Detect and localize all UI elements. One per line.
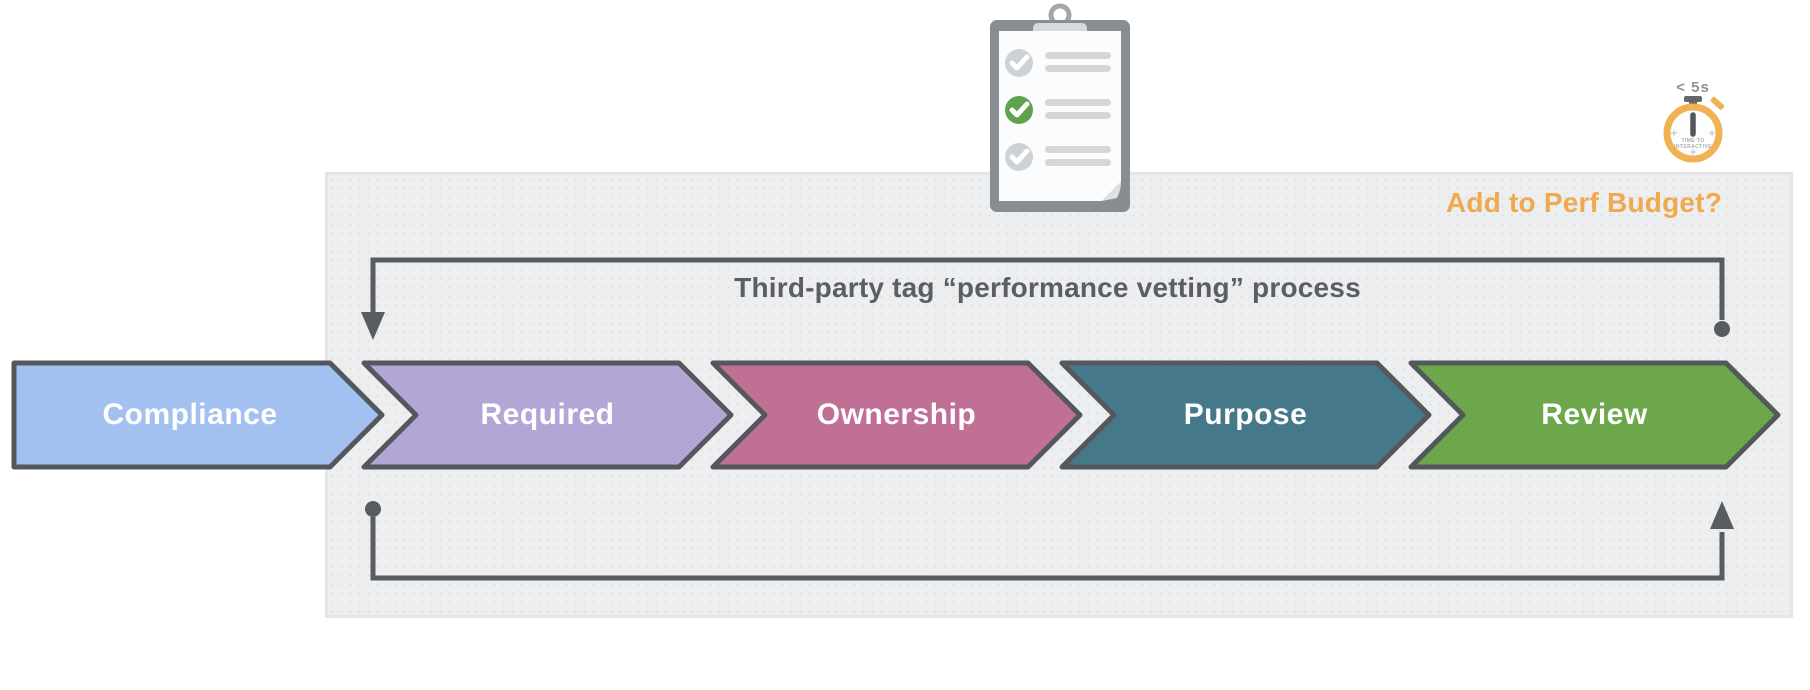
step-chevron-compliance [11,360,385,470]
down-arrowhead-icon [361,312,385,340]
checklist-row [1005,143,1111,171]
stopwatch-face-text: INTERACTIVE [1674,144,1712,150]
check-icon [1009,54,1030,71]
step-chevron-required [361,360,734,470]
checklist-row [1005,96,1111,124]
stopwatch-stem [1684,96,1702,102]
paper-fold-corner [1102,182,1121,201]
perf-budget-question: Add to Perf Budget? [1446,187,1722,218]
stopwatch-icon: < 5s TIME TO INTERACTIVE [1663,79,1725,163]
step-label-ownership: Ownership [816,398,977,431]
process-title: Third-party tag “performance vetting” pr… [734,272,1361,303]
step-label-purpose: Purpose [1183,398,1308,431]
step-label-review: Review [1541,398,1648,431]
checklist-row [1005,49,1111,77]
bottom-loop-line [365,501,1734,581]
stopwatch-time-label: < 5s [1676,79,1710,96]
stopwatch-face-text: TIME TO [1682,138,1705,144]
check-icon [1009,148,1030,165]
step-label-required: Required [480,398,615,431]
step-label-compliance: Compliance [102,398,278,431]
loop-start-dot [1714,321,1730,337]
step-chevron-review [1408,360,1781,470]
step-chevron-ownership [710,360,1083,470]
step-chevron-purpose [1059,360,1432,470]
up-arrowhead-icon [1710,501,1734,529]
stopwatch-side-knob [1710,96,1725,110]
loop-start-dot [365,501,381,517]
check-icon [1009,101,1030,118]
checklist-clipboard-icon [990,3,1130,212]
top-loop-line [361,257,1730,340]
